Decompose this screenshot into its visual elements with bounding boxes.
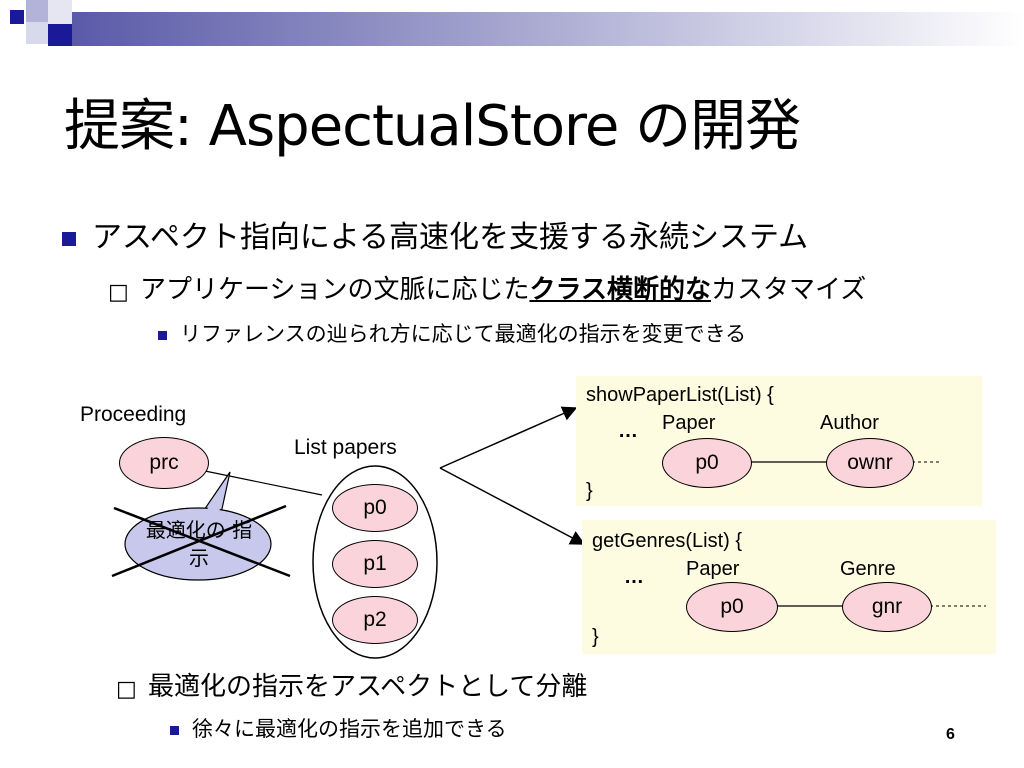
cross-out-icon <box>111 504 291 578</box>
small-square-icon <box>158 331 167 340</box>
bullet-level3-second: 徐々に最適化の指示を追加できる <box>192 717 507 741</box>
bullet-level2-second: 最適化の指示をアスペクトとして分離 <box>148 672 588 702</box>
code-box-showpaperlist: showPaperList(List) { … Paper Author p0 … <box>576 376 982 506</box>
box2-ellipsis: … <box>624 566 644 588</box>
bullet-level3: リファレンスの辿られ方に応じて最適化の指示を変更できる <box>180 322 747 346</box>
small-square-icon <box>170 726 179 735</box>
box1-ellipsis: … <box>618 420 638 442</box>
bullet-square-icon <box>62 232 76 246</box>
box2-right-label: Genre <box>840 558 896 580</box>
box2-signature: getGenres(List) { <box>592 530 743 552</box>
node-p1: p1 <box>332 540 418 588</box>
box1-right-label: Author <box>820 412 879 434</box>
bullet2-text-post: カスタマイズ <box>710 275 867 305</box>
box2-left-label: Paper <box>686 558 740 580</box>
box1-left-label: Paper <box>662 412 716 434</box>
box1-node-left: p0 <box>662 438 752 488</box>
box2-close: } <box>592 626 599 648</box>
bullet-level1: アスペクト指向による高速化を支援する永続システム <box>92 220 809 255</box>
page-number: 6 <box>946 726 955 743</box>
box2-edges <box>776 605 986 607</box>
box1-node-right: ownr <box>826 438 914 488</box>
bullet2-text-pre: アプリケーションの文脈に応じた <box>140 275 530 305</box>
bullet-level2: アプリケーションの文脈に応じたクラス横断的なカスタマイズ <box>140 272 866 308</box>
box1-edges <box>750 461 942 463</box>
code-box-getgenres: getGenres(List) { … Paper Genre p0 gnr } <box>582 520 996 654</box>
box2-node-right: gnr <box>842 582 932 632</box>
hollow-square-icon: □ <box>108 280 129 305</box>
node-p0: p0 <box>332 484 418 532</box>
box1-close: } <box>586 480 593 502</box>
hollow-square-icon: □ <box>116 677 137 702</box>
box2-node-left: p0 <box>686 582 778 632</box>
node-p2: p2 <box>332 596 418 644</box>
corner-decoration <box>0 0 1024 48</box>
bullet2-emphasis: クラス横断的な <box>529 275 711 305</box>
callout-text: 最適化の 指示 <box>145 518 253 570</box>
proceeding-label: Proceeding <box>80 403 187 426</box>
list-label: List papers <box>294 436 397 459</box>
slide-title: 提案: AspectualStore の開発 <box>64 94 801 159</box>
node-prc: prc <box>119 437 209 489</box>
box1-signature: showPaperList(List) { <box>586 384 774 406</box>
